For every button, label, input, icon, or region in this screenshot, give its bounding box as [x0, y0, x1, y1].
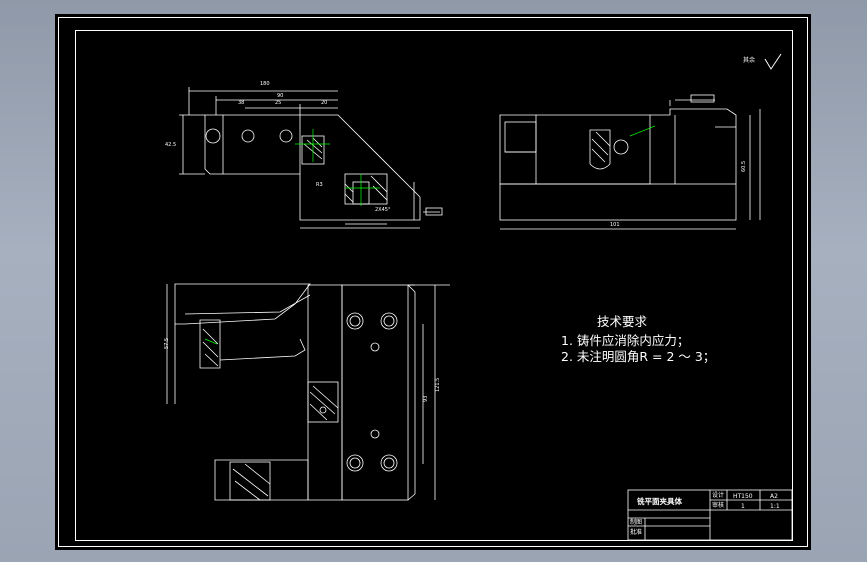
- quantity: 1: [741, 503, 745, 510]
- dim-top-b: 38: [238, 100, 244, 106]
- front-view: [179, 87, 443, 229]
- side-view-centerlines: [629, 125, 656, 137]
- dim-bottom-mid: 57.5: [164, 338, 170, 349]
- roughness-label: 其余: [743, 56, 755, 64]
- tech-item-2: 2. 未注明圆角R = 2 ～ 3；: [561, 349, 715, 364]
- tech-title: 技术要求: [597, 314, 648, 329]
- check-label: 审核: [712, 501, 724, 509]
- title-block: [627, 489, 793, 541]
- design-label: 设计: [712, 491, 724, 499]
- outer-frame: [58, 17, 808, 547]
- dim-bottom-height: 121.5: [435, 378, 441, 392]
- drawn-label: 制图: [630, 518, 642, 526]
- top-view-centerlines: [204, 338, 218, 345]
- cad-viewport[interactable]: 其余: [55, 14, 811, 550]
- side-view: [499, 94, 761, 230]
- top-view-dims: 121.5 93 57.5: [164, 338, 441, 402]
- dim-right-width: 101: [610, 222, 620, 228]
- tech-requirements: 技术要求 1. 铸件应消除内应力； 2. 未注明圆角R = 2 ～ 3；: [561, 314, 715, 364]
- material: HT150: [733, 493, 753, 500]
- dim-top-a: 90: [277, 93, 283, 99]
- inner-frame: [75, 30, 793, 541]
- dim-chamfer: 2X45°: [375, 207, 391, 213]
- front-view-dims: 180 90 38 25 20 42.5 R3 2X45°: [165, 81, 391, 213]
- dim-top-overall: 180: [260, 81, 270, 87]
- roughness-note: 其余: [743, 53, 782, 70]
- title-block-text: 铣平面夹具体 HT150 A2 1:1 1 设计 审核 制图 批准: [630, 491, 780, 536]
- front-view-centerlines: [295, 129, 380, 206]
- cad-drawing: 其余: [58, 17, 808, 547]
- dim-right-height: 60.5: [741, 161, 747, 172]
- scale: 1:1: [770, 503, 780, 510]
- side-view-dims: 101 60.5: [610, 161, 747, 228]
- roughness-check-icon: [764, 53, 782, 70]
- top-view: [166, 283, 450, 501]
- approve-label: 批准: [630, 528, 642, 536]
- dim-bottom-depth: 93: [423, 396, 429, 402]
- part-name: 铣平面夹具体: [637, 496, 682, 506]
- tech-item-1: 1. 铸件应消除内应力；: [561, 333, 689, 348]
- dim-top-d: 20: [321, 100, 327, 106]
- dim-top-c: 25: [275, 100, 281, 106]
- dim-left-height: 42.5: [165, 142, 176, 148]
- dim-small-r: R3: [316, 182, 323, 188]
- sheet-size: A2: [770, 493, 778, 500]
